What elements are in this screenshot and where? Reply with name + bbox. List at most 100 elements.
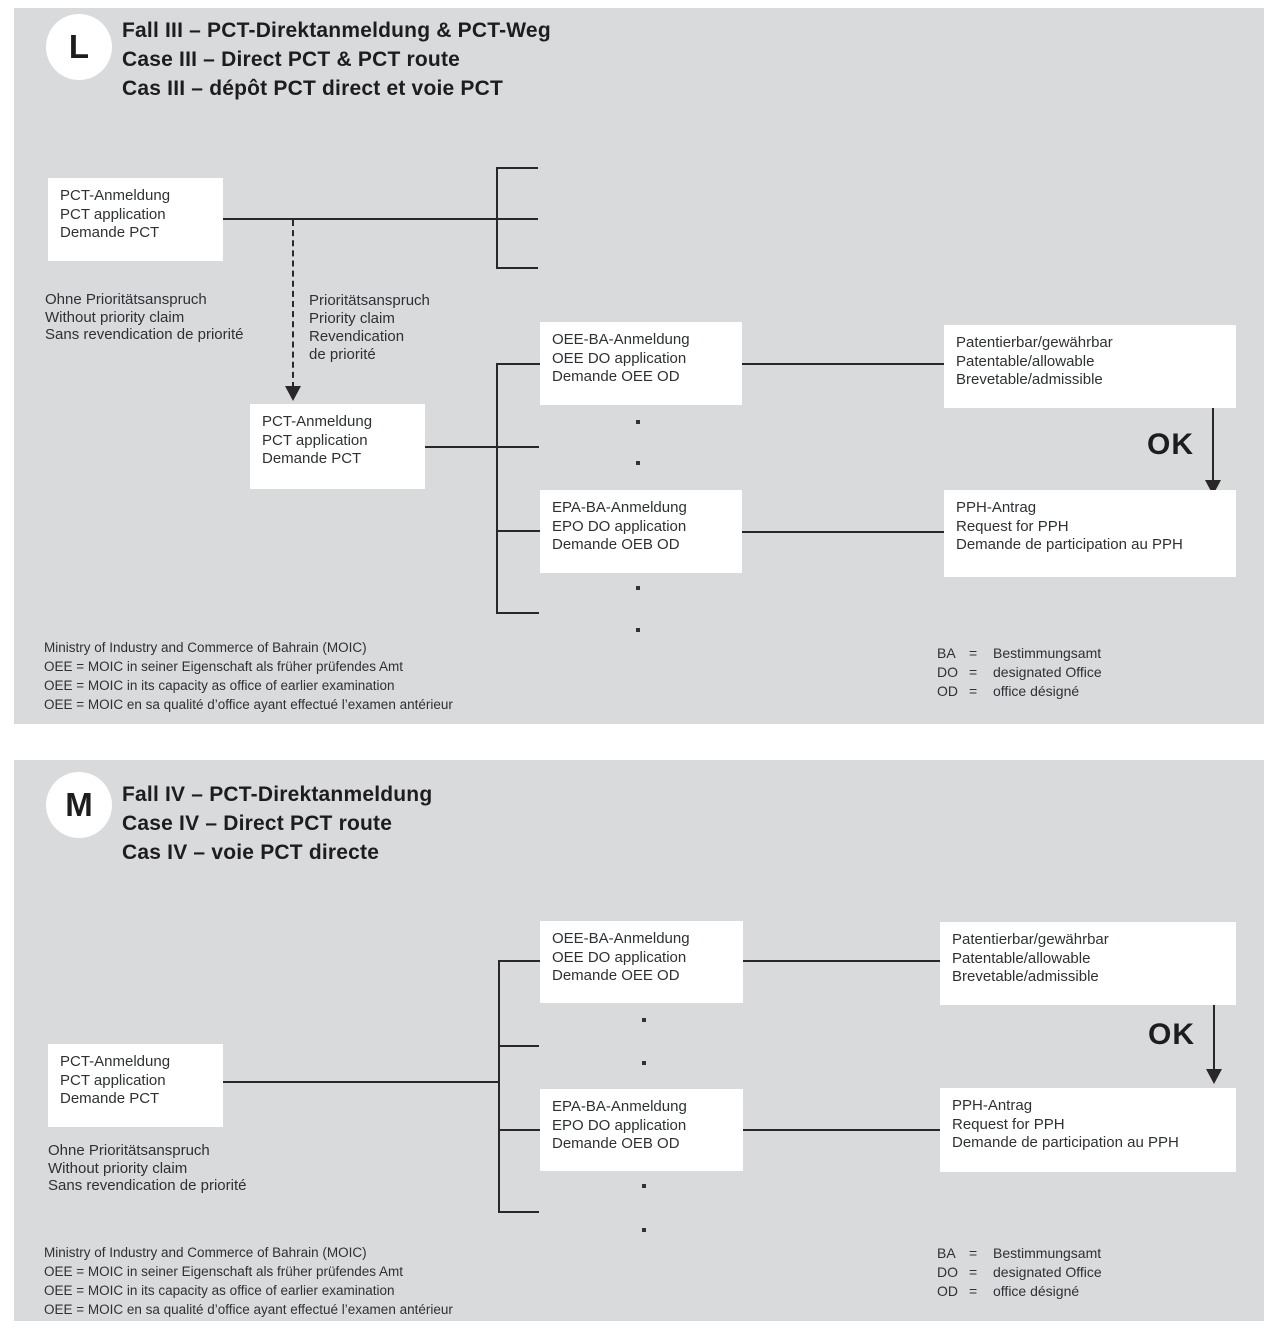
abbreviation-legend: BA = Bestimmungsamt DO = designated Offi… [937, 1244, 1102, 1301]
box-line-de: EPA-BA-Anmeldung [552, 499, 687, 516]
box-line-fr: Demande de participation au PPH [956, 536, 1183, 553]
patentable-box: Patentierbar/gewährbar Patentable/allowa… [944, 325, 1236, 408]
note-line-fr: Sans revendication de priorité [48, 1177, 247, 1194]
epo-do-application-box: EPA-BA-Anmeldung EPO DO application Dema… [540, 490, 742, 573]
fork-stub-epa [498, 1129, 540, 1131]
ok-arrow-line [1212, 408, 1214, 482]
legend-abbr: DO [937, 1264, 958, 1280]
box-line-fr: Demande PCT [60, 224, 160, 241]
footnote-line: OEE = MOIC in its capacity as office of … [44, 678, 395, 693]
ok-arrowhead-icon [1206, 1069, 1222, 1084]
box-line-fr: Brevetable/admissible [952, 968, 1099, 985]
box-line-fr: Demande OEB OD [552, 536, 680, 553]
fork-stub-second [498, 1045, 539, 1047]
footnote-line: OEE = MOIC in seiner Eigenschaft als frü… [44, 1264, 404, 1279]
fork-main-vertical [496, 363, 498, 614]
note-line-de: Ohne Prioritätsanspruch [45, 291, 207, 308]
panel-title-fr: Cas III – dépôt PCT direct et voie PCT [122, 77, 504, 100]
priority-claim-dashed-arrow [292, 220, 294, 388]
connector-pct-fork [223, 1081, 500, 1083]
ellipsis-dot [636, 628, 640, 632]
ok-arrow-line [1213, 1005, 1215, 1071]
box-line-de: PCT-Anmeldung [262, 413, 373, 430]
pct-application-box: PCT-Anmeldung PCT application Demande PC… [48, 1044, 223, 1127]
fork-top-stub-upper [496, 167, 538, 169]
footnote-line: OEE = MOIC in seiner Eigenschaft als frü… [44, 659, 404, 674]
box-line-fr: Brevetable/admissible [956, 371, 1103, 388]
priority-claim-note: Prioritätsanspruch Priority claim Revend… [309, 292, 430, 364]
fork-main-vertical [498, 960, 500, 1213]
box-line-de: PCT-Anmeldung [60, 1053, 171, 1070]
box-line-en: OEE DO application [552, 948, 687, 966]
panel-title-de: Fall IV – PCT-Direktanmeldung [122, 783, 433, 806]
box-line-en: PCT application [60, 205, 166, 223]
note-line-en: Without priority claim [48, 1159, 188, 1177]
legend-row-ba: BA = Bestimmungsamt [937, 644, 1102, 663]
epo-do-application-box: EPA-BA-Anmeldung EPO DO application Dema… [540, 1089, 743, 1171]
connector-oee-patentable [742, 363, 948, 365]
box-line-fr: Demande PCT [60, 1090, 160, 1107]
legend-label: office désigné [993, 1283, 1080, 1299]
connector-oee-patentable [743, 960, 940, 962]
fork-stub-oee [498, 960, 540, 962]
pct-application-box-top: PCT-Anmeldung PCT application Demande PC… [48, 178, 223, 261]
legend-label: designated Office [993, 1264, 1102, 1280]
abbreviation-legend: BA = Bestimmungsamt DO = designated Offi… [937, 644, 1102, 701]
panel-title: Fall IV – PCT-Direktanmeldung Case IV – … [122, 780, 432, 867]
footnote-line: OEE = MOIC in its capacity as office of … [44, 1283, 395, 1298]
without-priority-note: Ohne Prioritätsanspruch Without priority… [48, 1142, 246, 1195]
legend-eq: = [969, 683, 978, 699]
panel-case-iii: L Fall III – PCT-Direktanmeldung & PCT-W… [14, 8, 1264, 724]
box-line-en: OEE DO application [552, 349, 687, 367]
connector-pct-top [223, 218, 538, 220]
legend-abbr: OD [937, 683, 958, 699]
ellipsis-dot [642, 1228, 646, 1232]
panel-title: Fall III – PCT-Direktanmeldung & PCT-Weg… [122, 16, 551, 103]
note-line-de: Ohne Prioritätsanspruch [48, 1142, 210, 1159]
box-line-de: OEE-BA-Anmeldung [552, 331, 690, 348]
footnote-line: Ministry of Industry and Commerce of Bah… [44, 1245, 367, 1260]
legend-row-do: DO = designated Office [937, 663, 1102, 682]
note-line-fr2: de priorité [309, 346, 376, 363]
ellipsis-dot [642, 1061, 646, 1065]
footnotes: Ministry of Industry and Commerce of Bah… [44, 1243, 453, 1319]
footnote-line: Ministry of Industry and Commerce of Bah… [44, 640, 367, 655]
legend-eq: = [969, 1283, 978, 1299]
footnote-line: OEE = MOIC en sa qualité d’office ayant … [44, 697, 453, 712]
box-line-de: Patentierbar/gewährbar [956, 334, 1113, 351]
legend-label: designated Office [993, 664, 1102, 680]
box-line-en: EPO DO application [552, 517, 687, 535]
fork-stub-bottom [498, 1211, 539, 1213]
box-line-en: PCT application [262, 431, 368, 449]
ellipsis-dot [636, 420, 640, 424]
panel-title-de: Fall III – PCT-Direktanmeldung & PCT-Weg [122, 19, 551, 42]
note-line-de: Prioritätsanspruch [309, 292, 430, 309]
legend-row-od: OD = office désigné [937, 682, 1102, 701]
legend-eq: = [969, 664, 978, 680]
oee-do-application-box: OEE-BA-Anmeldung OEE DO application Dema… [540, 921, 743, 1003]
box-line-en: Request for PPH [952, 1115, 1065, 1133]
connector-epo-pph [742, 531, 948, 533]
legend-eq: = [969, 645, 978, 661]
box-line-fr: Demande PCT [262, 450, 362, 467]
panel-title-fr: Cas IV – voie PCT directe [122, 841, 380, 864]
legend-label: Bestimmungsamt [993, 645, 1102, 661]
ellipsis-dot [642, 1184, 646, 1188]
box-line-fr: Demande de participation au PPH [952, 1134, 1179, 1151]
without-priority-note: Ohne Prioritätsanspruch Without priority… [45, 291, 243, 344]
fork-stub-epa [496, 530, 540, 532]
legend-eq: = [969, 1264, 978, 1280]
connector-pct-second [425, 446, 539, 448]
panel-title-en: Case IV – Direct PCT route [122, 812, 393, 835]
panel-title-en: Case III – Direct PCT & PCT route [122, 48, 461, 71]
legend-abbr: DO [937, 664, 958, 680]
legend-abbr: BA [937, 645, 956, 661]
box-line-de: OEE-BA-Anmeldung [552, 930, 690, 947]
case-badge-l: L [46, 14, 112, 80]
legend-abbr: OD [937, 1283, 958, 1299]
panel-case-iv: M Fall IV – PCT-Direktanmeldung Case IV … [14, 760, 1264, 1321]
pph-request-box: PPH-Antrag Request for PPH Demande de pa… [944, 490, 1236, 577]
box-line-fr: Demande OEE OD [552, 967, 680, 984]
box-line-en: Patentable/allowable [956, 352, 1095, 370]
